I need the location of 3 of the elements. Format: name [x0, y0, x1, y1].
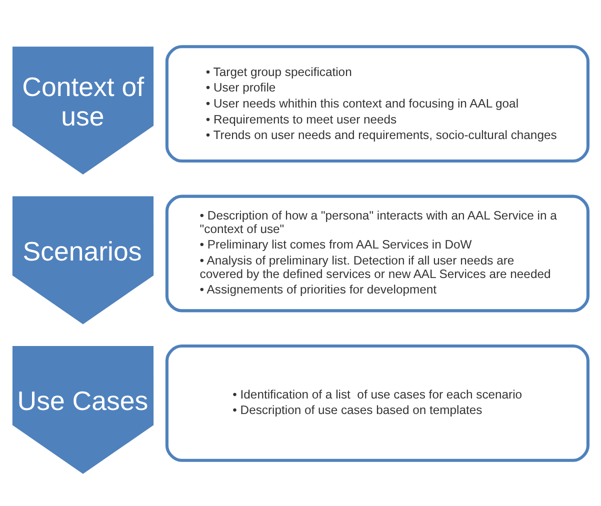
- node-box: • Target group specification • User profile • User needs whithin this context and focusing in AAL goal • Requirements to meet user needs • Trends on user needs and requirements, socio-cultural changes: [165, 44, 590, 162]
- node-box: • Identification of a list of use cases for each scenario • Description of use cases based on templates: [165, 344, 590, 462]
- node-box: • Description of how a "persona" interacts with an AAL Service in a "context of use" • Preliminary list comes from AAL Services in DoW • Analysis of preliminary list. Detection if all user needs are covered by the defined services or new AAL Services are needed • Assignements of priorities for development: [165, 194, 590, 312]
